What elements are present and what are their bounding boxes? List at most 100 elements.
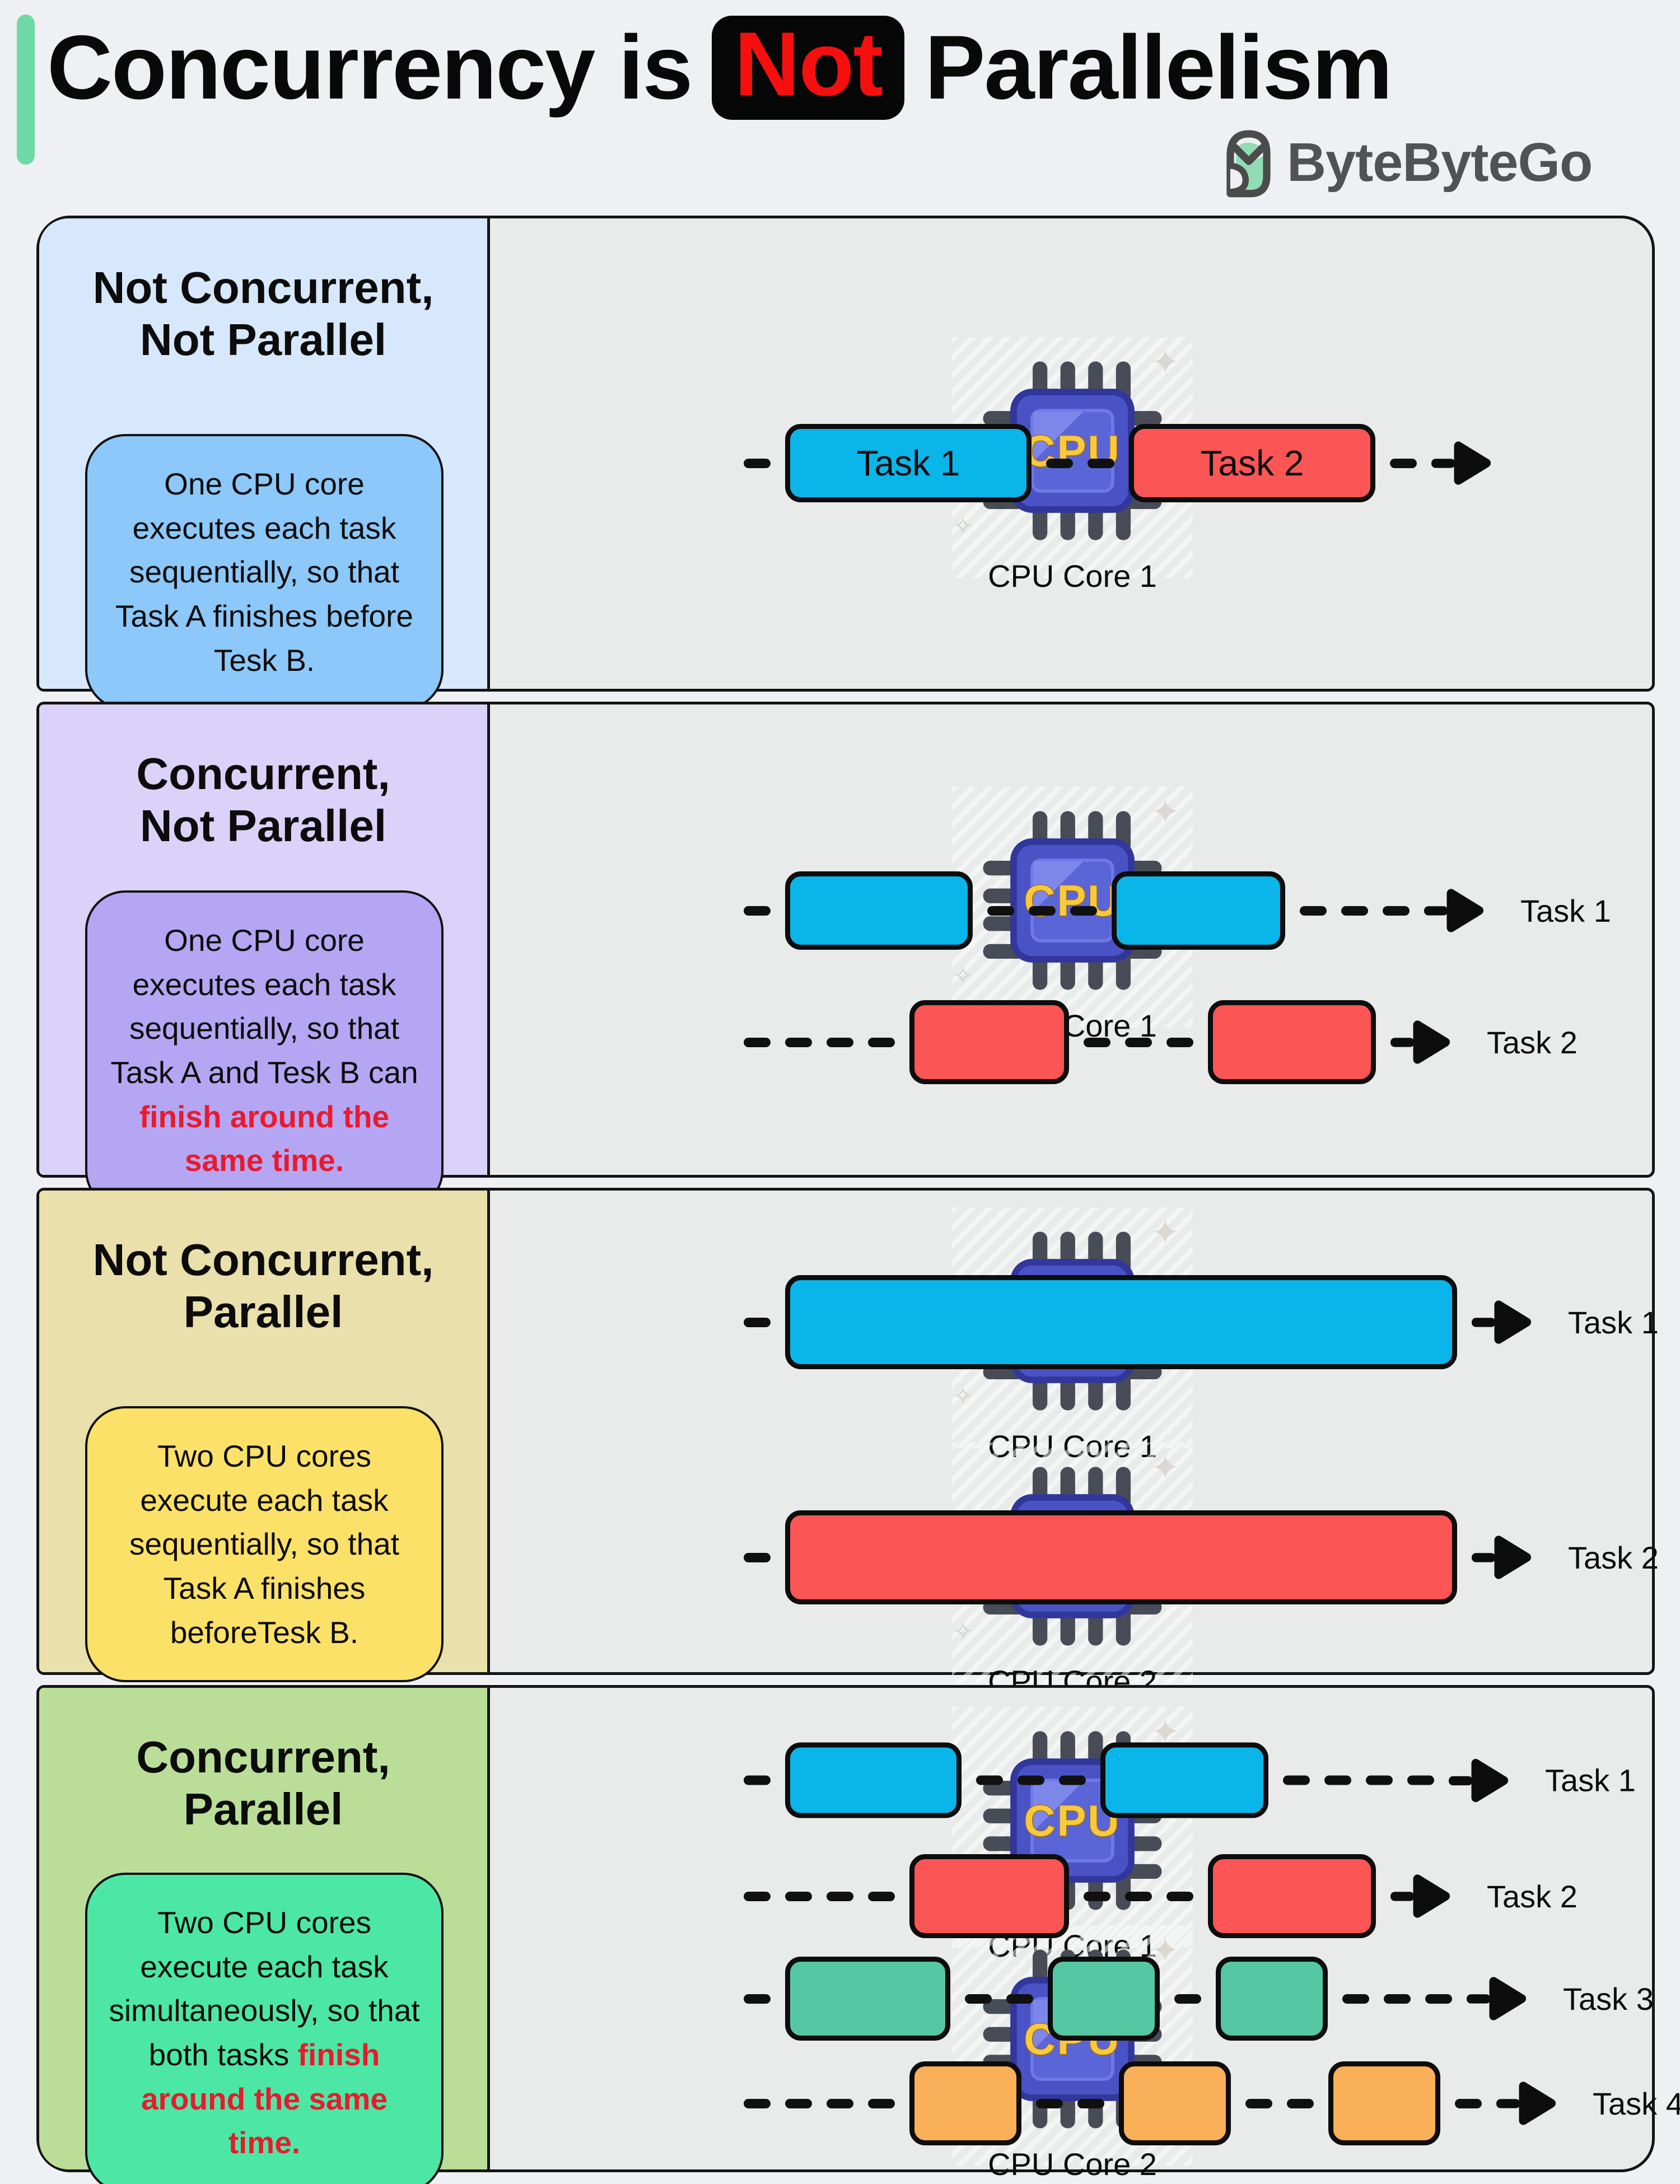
timeline-dash xyxy=(1166,1891,1193,1901)
timeline-dash xyxy=(1384,1994,1411,2004)
timeline-dash xyxy=(1407,1775,1434,1785)
timeline-dash xyxy=(1287,2098,1314,2108)
section-concurrent-not-parallel: Concurrent, Not Parallel One CPU core ex… xyxy=(36,702,1655,1211)
timeline-dash xyxy=(1084,1891,1110,1901)
task-row-label: Task 2 xyxy=(1487,1878,1578,1914)
timeline-dash xyxy=(1006,1994,1033,2004)
task-box-blue xyxy=(785,1275,1457,1369)
timeline-dash xyxy=(1036,2098,1063,2108)
timeline-dash xyxy=(1324,1775,1351,1785)
task-box-orange xyxy=(1119,2061,1231,2145)
cpu-core-label: CPU Core 2 xyxy=(988,2146,1157,2182)
task-box-green xyxy=(1216,1957,1328,2041)
title-accent-bar xyxy=(17,15,35,165)
task-box-blue: Task 1 xyxy=(785,424,1032,502)
task-timeline-row: Task 1 xyxy=(744,1742,1636,1818)
timeline-arrow-icon xyxy=(1472,1300,1532,1344)
timeline-arrow-icon xyxy=(1496,2082,1556,2125)
timeline-dash xyxy=(1455,2098,1482,2108)
timeline-dash xyxy=(987,906,1014,916)
task-box-green xyxy=(1048,1957,1160,2041)
task-timeline-row: Task 1 xyxy=(744,1275,1659,1369)
cpu-chip-icon: CPU xyxy=(983,811,1162,990)
task-box-blue xyxy=(785,1742,962,1818)
timeline-dash xyxy=(1018,1775,1044,1785)
timeline-dash xyxy=(785,1891,812,1901)
timeline-dash xyxy=(744,1775,771,1785)
timeline-dash xyxy=(1125,1891,1152,1901)
timeline-dash xyxy=(868,1037,895,1047)
timeline-dash xyxy=(1341,906,1368,916)
timeline-dash xyxy=(1125,1037,1152,1047)
timeline-arrow-icon xyxy=(1390,1020,1450,1064)
task-row-label: Task 2 xyxy=(1487,1024,1578,1060)
task-box-blue xyxy=(1112,871,1285,950)
timeline-dash xyxy=(1084,1037,1110,1047)
task-timeline-row: Task 2 xyxy=(744,1854,1578,1938)
task-timeline-row: Task 4 xyxy=(744,2061,1680,2145)
task-timeline-row: Task 1 xyxy=(744,871,1611,950)
timeline-dash xyxy=(744,2098,771,2108)
task-box-red: Task 2 xyxy=(1129,424,1375,502)
timeline-arrow-icon xyxy=(1449,1758,1509,1802)
timeline-arrow-icon xyxy=(1424,889,1484,932)
section2-heading: Concurrent, Not Parallel xyxy=(136,749,390,851)
task-box-orange xyxy=(909,2061,1021,2145)
task-box-green xyxy=(785,1957,950,2041)
section1-left-panel: Not Concurrent, Not Parallel One CPU cor… xyxy=(39,218,490,711)
timeline-dash xyxy=(785,1037,812,1047)
section4-left-panel: Concurrent, Parallel Two CPU cores execu… xyxy=(39,1688,490,2184)
section2-left-panel: Concurrent, Not Parallel One CPU core ex… xyxy=(39,704,490,1211)
timeline-dash xyxy=(1245,2098,1272,2108)
cpu-core-label: CPU Core 1 xyxy=(988,558,1157,594)
bytebytego-icon xyxy=(1226,130,1271,198)
task-row-label: Task 1 xyxy=(1568,1304,1659,1340)
task-box-blue xyxy=(785,871,973,950)
timeline-dash xyxy=(1383,906,1410,916)
task-row-label: Task 3 xyxy=(1563,1981,1654,2017)
timeline-arrow-icon xyxy=(1390,1874,1450,1918)
task-box-orange xyxy=(1328,2061,1440,2145)
section-not-concurrent-not-parallel: Not Concurrent, Not Parallel One CPU cor… xyxy=(36,216,1655,711)
timeline-dash xyxy=(1366,1775,1393,1785)
title-post: Parallelism xyxy=(925,17,1393,118)
timeline-dash xyxy=(827,1037,853,1047)
section-concurrent-parallel: Concurrent, Parallel Two CPU cores execu… xyxy=(36,1685,1680,2184)
timeline-dash xyxy=(965,1994,992,2004)
timeline-dash xyxy=(827,2098,853,2108)
task-timeline-row: Task 3 xyxy=(744,1957,1654,2041)
timeline-dash xyxy=(744,1037,771,1047)
timeline-dash xyxy=(976,1775,1003,1785)
task-box-red xyxy=(909,1854,1069,1938)
timeline-dash xyxy=(744,1552,771,1562)
timeline-dash xyxy=(1077,2098,1104,2108)
timeline-dash xyxy=(1059,1775,1086,1785)
timeline-dash xyxy=(744,1317,771,1327)
timeline-dash xyxy=(1283,1775,1310,1785)
section3-heading: Not Concurrent, Parallel xyxy=(92,1235,434,1337)
task-box-red xyxy=(1208,1000,1376,1084)
timeline-dash xyxy=(744,1994,771,2004)
timeline-dash xyxy=(1342,1994,1369,2004)
timeline-dash xyxy=(1070,906,1097,916)
timeline-arrow-icon xyxy=(1467,1977,1527,2020)
timeline-dash xyxy=(1029,906,1056,916)
task-box-red xyxy=(785,1510,1457,1604)
task-row-label: Task 4 xyxy=(1593,2085,1680,2121)
timeline-dash xyxy=(744,458,771,468)
task-timeline-row: Task 1 Task 2 xyxy=(744,424,1492,502)
timeline-dash xyxy=(1088,458,1114,468)
brand-name: ByteByteGo xyxy=(1287,132,1593,193)
task-box-blue xyxy=(1100,1742,1268,1818)
timeline-dash xyxy=(827,1891,853,1901)
section2-description: One CPU core executes each task sequenti… xyxy=(85,890,444,1211)
timeline-dash xyxy=(868,2098,895,2108)
task-row-label: Task 1 xyxy=(1520,893,1611,928)
timeline-dash xyxy=(1390,458,1417,468)
section3-description: Two CPU cores execute each task sequenti… xyxy=(85,1406,444,1683)
timeline-dash xyxy=(785,2098,812,2108)
timeline-arrow-icon xyxy=(1472,1536,1532,1579)
task-box-red xyxy=(909,1000,1069,1084)
timeline-dash xyxy=(868,1891,895,1901)
